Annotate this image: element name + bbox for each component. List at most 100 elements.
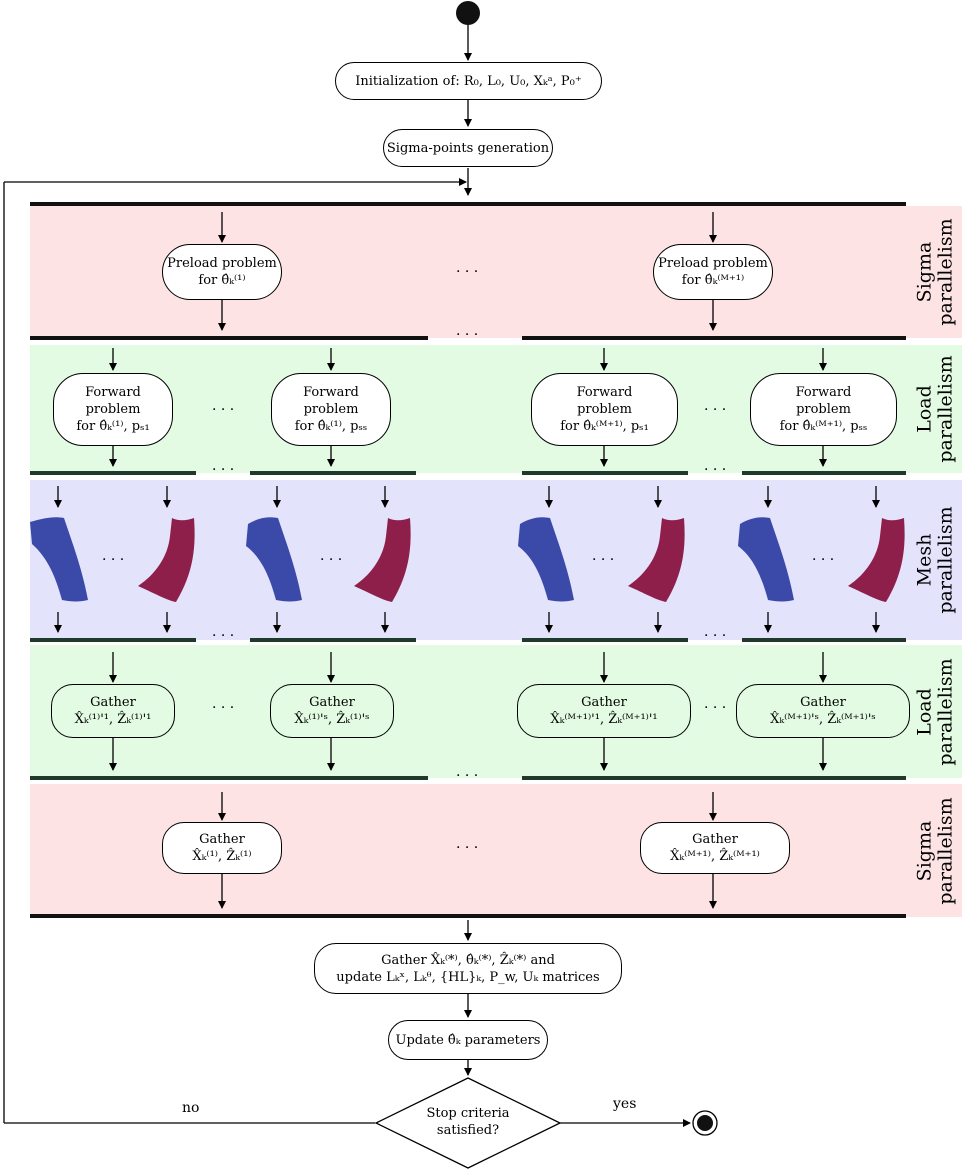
update-parameters-text: Update θ̂ₖ parameters [395, 1032, 541, 1048]
sync-bar-top [30, 202, 906, 206]
preload-left-line-1: Preload problem [167, 256, 277, 271]
side-load-top-1: Load [914, 385, 936, 433]
sync-bar-gather-left [30, 776, 428, 780]
ellipsis-load-bar-right: · · · [704, 462, 727, 478]
sync-bar-load-3 [522, 471, 688, 475]
mesh-blue-shape-2 [246, 517, 302, 602]
ellipsis-gather-load-left: · · · [212, 700, 235, 716]
preload-right-line-2: for θ̂ₖ⁽ᴹ⁺¹⁾ [681, 273, 745, 288]
ellipsis-forward-right: · · · [704, 402, 727, 418]
side-sigma-top-2: parallelism [935, 218, 957, 326]
gather-sigma-right-line-1: Gather [692, 832, 738, 847]
forward-node-4: Forward problem for θ̂ₖ⁽ᴹ⁺¹⁾, pₛₛ [750, 373, 897, 446]
mesh-red-shape-1 [138, 518, 195, 602]
gather-load-1-line-1: Gather [90, 695, 136, 710]
update-matrices-node: Gather X̂ₖ⁽*⁾, θ̂ₖ⁽*⁾, Ẑₖ⁽*⁾ and update … [314, 943, 622, 994]
update-matrices-line-1: Gather X̂ₖ⁽*⁾, θ̂ₖ⁽*⁾, Ẑₖ⁽*⁾ and [381, 952, 555, 968]
sync-bar-load-1 [30, 471, 196, 475]
initialization-text: Initialization of: R₀, L₀, U₀, Xₖᵃ, P₀⁺ [355, 73, 582, 89]
mesh-blue-shape-1 [30, 517, 88, 602]
yes-label: yes [613, 1096, 637, 1112]
sync-bar-mesh-4 [742, 638, 906, 642]
mesh-blue-shape-3 [518, 517, 574, 602]
ellipsis-forward-left: · · · [212, 402, 235, 418]
gather-sigma-left-line-1: Gather [199, 832, 245, 847]
ellipsis-mesh-2: · · · [320, 552, 343, 568]
forward-node-1: Forward problem for θ̂ₖ⁽¹⁾, pₛ₁ [53, 373, 173, 446]
decision-line-1: Stop criteria [426, 1106, 510, 1121]
start-node [456, 1, 480, 25]
mesh-red-shape-2 [354, 518, 411, 602]
ellipsis-load-bar-left: · · · [212, 462, 235, 478]
mesh-red-shape-3 [628, 518, 685, 602]
gather-load-2-line-2: X̂ₖ⁽¹⁾'ˢ, Ẑₖ⁽¹⁾'ˢ [294, 712, 370, 727]
ellipsis-mesh-4: · · · [812, 552, 835, 568]
forward-2-line-1: Forward [303, 385, 359, 400]
forward-1-line-2: problem [85, 402, 141, 417]
sync-bar-mesh-2 [250, 638, 416, 642]
forward-node-3: Forward problem for θ̂ₖ⁽ᴹ⁺¹⁾, pₛ₁ [531, 373, 678, 446]
gather-sigma-node-left: Gather X̂ₖ⁽¹⁾, Ẑₖ⁽¹⁾ [162, 822, 282, 874]
forward-3-line-2: problem [577, 402, 632, 417]
gather-load-2-line-1: Gather [309, 695, 355, 710]
mesh-red-shape-4 [848, 518, 905, 602]
decision-diamond [374, 1077, 562, 1169]
ellipsis-gather-load-right: · · · [704, 700, 727, 716]
forward-2-line-2: problem [303, 402, 359, 417]
forward-3-line-3: for θ̂ₖ⁽ᴹ⁺¹⁾, pₛ₁ [560, 419, 649, 434]
ellipsis-gather-sigma: · · · [456, 840, 479, 856]
gather-load-3-line-2: X̂ₖ⁽ᴹ⁺¹⁾'¹, Ẑₖ⁽ᴹ⁺¹⁾'¹ [550, 712, 658, 727]
sigma-generation-node: Sigma-points generation [383, 129, 553, 167]
preload-left-line-2: for θ̂ₖ⁽¹⁾ [198, 273, 246, 288]
sync-bar-load-2 [250, 471, 416, 475]
load-band-bottom [30, 645, 962, 778]
side-mesh-1: Mesh [914, 533, 936, 587]
ellipsis-gather-bar: · · · [456, 768, 479, 784]
gather-load-4-line-1: Gather [800, 695, 846, 710]
ellipsis-mesh-1: · · · [102, 552, 125, 568]
forward-4-line-2: problem [796, 402, 851, 417]
forward-4-line-1: Forward [795, 385, 852, 400]
gather-load-3-line-1: Gather [581, 695, 627, 710]
preload-node-right: Preload problem for θ̂ₖ⁽ᴹ⁺¹⁾ [653, 244, 773, 300]
ellipsis-mesh-bar-right: · · · [704, 628, 727, 644]
ellipsis-mesh-3: · · · [592, 552, 615, 568]
forward-4-line-3: for θ̂ₖ⁽ᴹ⁺¹⁾, pₛₛ [779, 419, 868, 434]
gather-load-node-1: Gather X̂ₖ⁽¹⁾'¹, Ẑₖ⁽¹⁾'¹ [51, 684, 175, 738]
decision-text: Stop criteria satisfied? [396, 1105, 540, 1139]
gather-load-4-line-2: X̂ₖ⁽ᴹ⁺¹⁾'ˢ, Ẑₖ⁽ᴹ⁺¹⁾'ˢ [770, 712, 876, 727]
initialization-node: Initialization of: R₀, L₀, U₀, Xₖᵃ, P₀⁺ [335, 62, 602, 100]
ellipsis-mesh-bar-left: · · · [212, 628, 235, 644]
sync-bar-mesh-3 [522, 638, 688, 642]
preload-node-left: Preload problem for θ̂ₖ⁽¹⁾ [162, 244, 282, 300]
side-mesh-2: parallelism [935, 506, 957, 614]
decision-line-2: satisfied? [436, 1123, 500, 1138]
side-sigma-top-1: Sigma [914, 241, 936, 303]
sync-bar-load-4 [742, 471, 906, 475]
preload-right-line-1: Preload problem [658, 256, 768, 271]
update-parameters-node: Update θ̂ₖ parameters [388, 1020, 548, 1060]
side-sigma-bottom-1: Sigma [914, 820, 936, 881]
side-load-bottom-2: parallelism [935, 657, 957, 766]
forward-1-line-3: for θ̂ₖ⁽¹⁾, pₛ₁ [76, 419, 150, 434]
gather-load-node-2: Gather X̂ₖ⁽¹⁾'ˢ, Ẑₖ⁽¹⁾'ˢ [270, 684, 394, 738]
gather-load-node-3: Gather X̂ₖ⁽ᴹ⁺¹⁾'¹, Ẑₖ⁽ᴹ⁺¹⁾'¹ [517, 684, 691, 738]
sync-bar-mesh-1 [30, 638, 196, 642]
ellipsis-sigma-bar: · · · [456, 327, 479, 343]
mesh-blue-shape-4 [738, 517, 794, 602]
forward-node-2: Forward problem for θ̂ₖ⁽¹⁾, pₛₛ [271, 373, 391, 446]
sync-bar-sigma-right [522, 336, 906, 340]
sync-bar-bottom [30, 914, 906, 918]
gather-load-node-4: Gather X̂ₖ⁽ᴹ⁺¹⁾'ˢ, Ẑₖ⁽ᴹ⁺¹⁾'ˢ [736, 684, 910, 738]
side-load-bottom-1: Load [914, 687, 936, 736]
forward-2-line-3: for θ̂ₖ⁽¹⁾, pₛₛ [294, 419, 368, 434]
sync-bar-sigma-left [30, 336, 428, 340]
gather-sigma-right-line-2: X̂ₖ⁽ᴹ⁺¹⁾, Ẑₖ⁽ᴹ⁺¹⁾ [670, 849, 760, 864]
gather-sigma-left-line-2: X̂ₖ⁽¹⁾, Ẑₖ⁽¹⁾ [192, 849, 252, 864]
side-load-top-2: parallelism [935, 355, 957, 463]
